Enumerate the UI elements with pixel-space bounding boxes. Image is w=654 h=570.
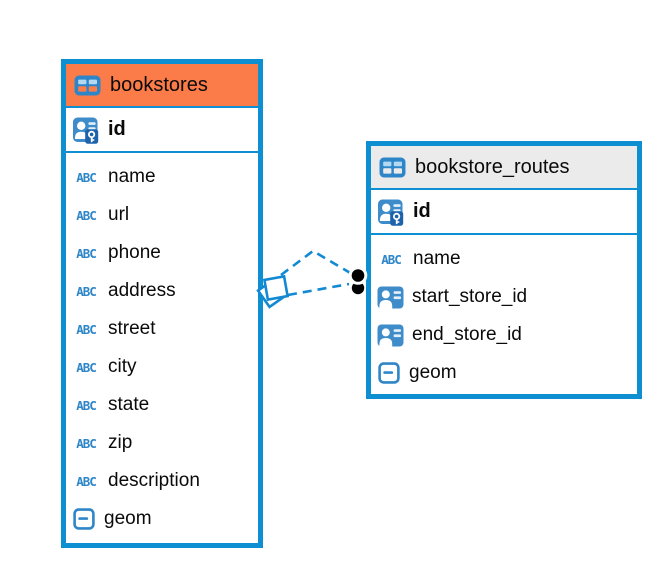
column-row-name[interactable]: ABC name <box>377 240 631 278</box>
column-row-geom[interactable]: geom <box>377 354 631 392</box>
column-name: start_store_id <box>412 286 528 307</box>
geometry-icon <box>377 361 401 385</box>
column-row-street[interactable]: ABC street <box>72 310 252 348</box>
column-name: description <box>108 470 200 491</box>
column-name: geom <box>104 508 152 529</box>
relationship-dot-marker <box>348 266 368 295</box>
primary-key-name: id <box>413 200 431 222</box>
column-name: city <box>108 356 137 377</box>
text-icon: ABC <box>76 321 97 337</box>
column-row-start_store_id[interactable]: start_store_id <box>377 278 631 316</box>
text-icon: ABC <box>76 207 97 223</box>
table-bookstore-routes[interactable]: bookstore_routes id ABC name start_store_i… <box>366 141 642 399</box>
primary-key-icon <box>72 116 100 144</box>
text-icon: ABC <box>76 397 97 413</box>
column-row-zip[interactable]: ABC zip <box>72 424 252 462</box>
column-name: url <box>108 204 130 225</box>
text-icon: ABC <box>381 251 402 267</box>
text-icon: ABC <box>76 283 97 299</box>
column-row-name[interactable]: ABC name <box>72 158 252 196</box>
table-name: bookstores <box>110 73 208 96</box>
column-row-end_store_id[interactable]: end_store_id <box>377 316 631 354</box>
column-name: end_store_id <box>412 324 522 345</box>
column-row-address[interactable]: ABC address <box>72 272 252 310</box>
table-header-bookstore-routes[interactable]: bookstore_routes <box>371 146 637 190</box>
relationship-link-upper[interactable] <box>280 249 353 277</box>
column-name: geom <box>409 362 457 383</box>
text-icon: ABC <box>76 473 97 489</box>
table-icon <box>379 157 406 178</box>
column-row-city[interactable]: ABC city <box>72 348 252 386</box>
column-row-description[interactable]: ABC description <box>72 462 252 500</box>
geometry-icon <box>72 507 96 531</box>
table-icon <box>74 75 101 96</box>
id-icon <box>377 286 404 309</box>
column-name: address <box>108 280 176 301</box>
primary-key-row[interactable]: id <box>371 190 637 235</box>
text-icon: ABC <box>76 245 97 261</box>
column-name: state <box>108 394 150 415</box>
column-row-state[interactable]: ABC state <box>72 386 252 424</box>
id-icon <box>377 324 404 347</box>
column-name: street <box>108 318 156 339</box>
table-header-bookstores[interactable]: bookstores <box>66 64 258 108</box>
column-name: zip <box>108 432 133 453</box>
table-name: bookstore_routes <box>415 155 570 178</box>
column-name: name <box>413 248 461 269</box>
column-row-url[interactable]: ABC url <box>72 196 252 234</box>
text-icon: ABC <box>76 359 97 375</box>
primary-key-name: id <box>108 118 126 140</box>
column-row-geom[interactable]: geom <box>72 500 252 538</box>
relationship-link-lower[interactable] <box>287 282 350 297</box>
primary-key-row[interactable]: id <box>66 108 258 153</box>
primary-key-icon <box>377 198 405 226</box>
column-name: phone <box>108 242 161 263</box>
column-row-phone[interactable]: ABC phone <box>72 234 252 272</box>
text-icon: ABC <box>76 169 97 185</box>
text-icon: ABC <box>76 435 97 451</box>
column-name: name <box>108 166 156 187</box>
